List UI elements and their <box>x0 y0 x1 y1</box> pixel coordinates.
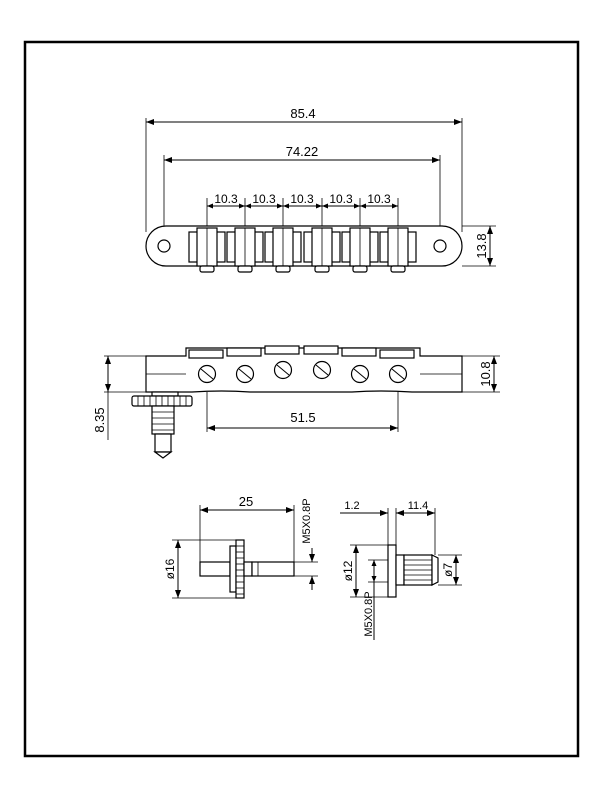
dim-string-spacing-3: 10.3 <box>290 192 314 206</box>
dim-string-spacing-5: 10.3 <box>367 192 391 206</box>
dim-side-height: 10.8 <box>478 361 493 386</box>
dim-post-diameter: ø16 <box>163 558 177 579</box>
dim-wheel-length: 11.4 <box>408 500 429 512</box>
saddles-side <box>188 345 415 359</box>
dim-wheel-flange: 1.2 <box>344 500 359 512</box>
saddles-top <box>188 227 417 273</box>
dim-post-length: 25 <box>239 494 253 509</box>
wheel-detail: 1.2 11.4 ø12 ø7 M5X0.8P <box>340 500 462 640</box>
dim-post-spacing: 74.22 <box>286 144 319 159</box>
dim-base-length: 51.5 <box>290 410 315 425</box>
dim-string-spacing-4: 10.3 <box>329 192 353 206</box>
dim-wheel-inner-diameter: ø12 <box>341 560 355 581</box>
mount-hole-right <box>433 239 447 253</box>
dim-wheel-outer-diameter: ø7 <box>441 563 455 577</box>
mount-hole-left <box>157 239 171 253</box>
dim-post-thread: M5X0.8P <box>301 498 313 543</box>
side-view: 10.8 8.35 51.5 <box>92 345 500 459</box>
dim-wheel-thread: M5X0.8P <box>363 591 375 636</box>
post-detail: 25 M5X0.8P ø16 <box>163 494 318 599</box>
top-view: 85.4 74.22 10.3 10.3 10.3 10.3 10.3 <box>145 106 496 273</box>
post-side <box>131 391 193 459</box>
dim-overall-width: 85.4 <box>290 106 315 121</box>
dim-string-spacing-2: 10.3 <box>252 192 276 206</box>
drawing-frame <box>23 40 580 758</box>
dim-post-offset: 8.35 <box>92 407 107 432</box>
dim-string-spacing-1: 10.3 <box>214 192 238 206</box>
intonation-screws <box>197 360 408 384</box>
dim-top-height: 13.8 <box>474 233 489 258</box>
